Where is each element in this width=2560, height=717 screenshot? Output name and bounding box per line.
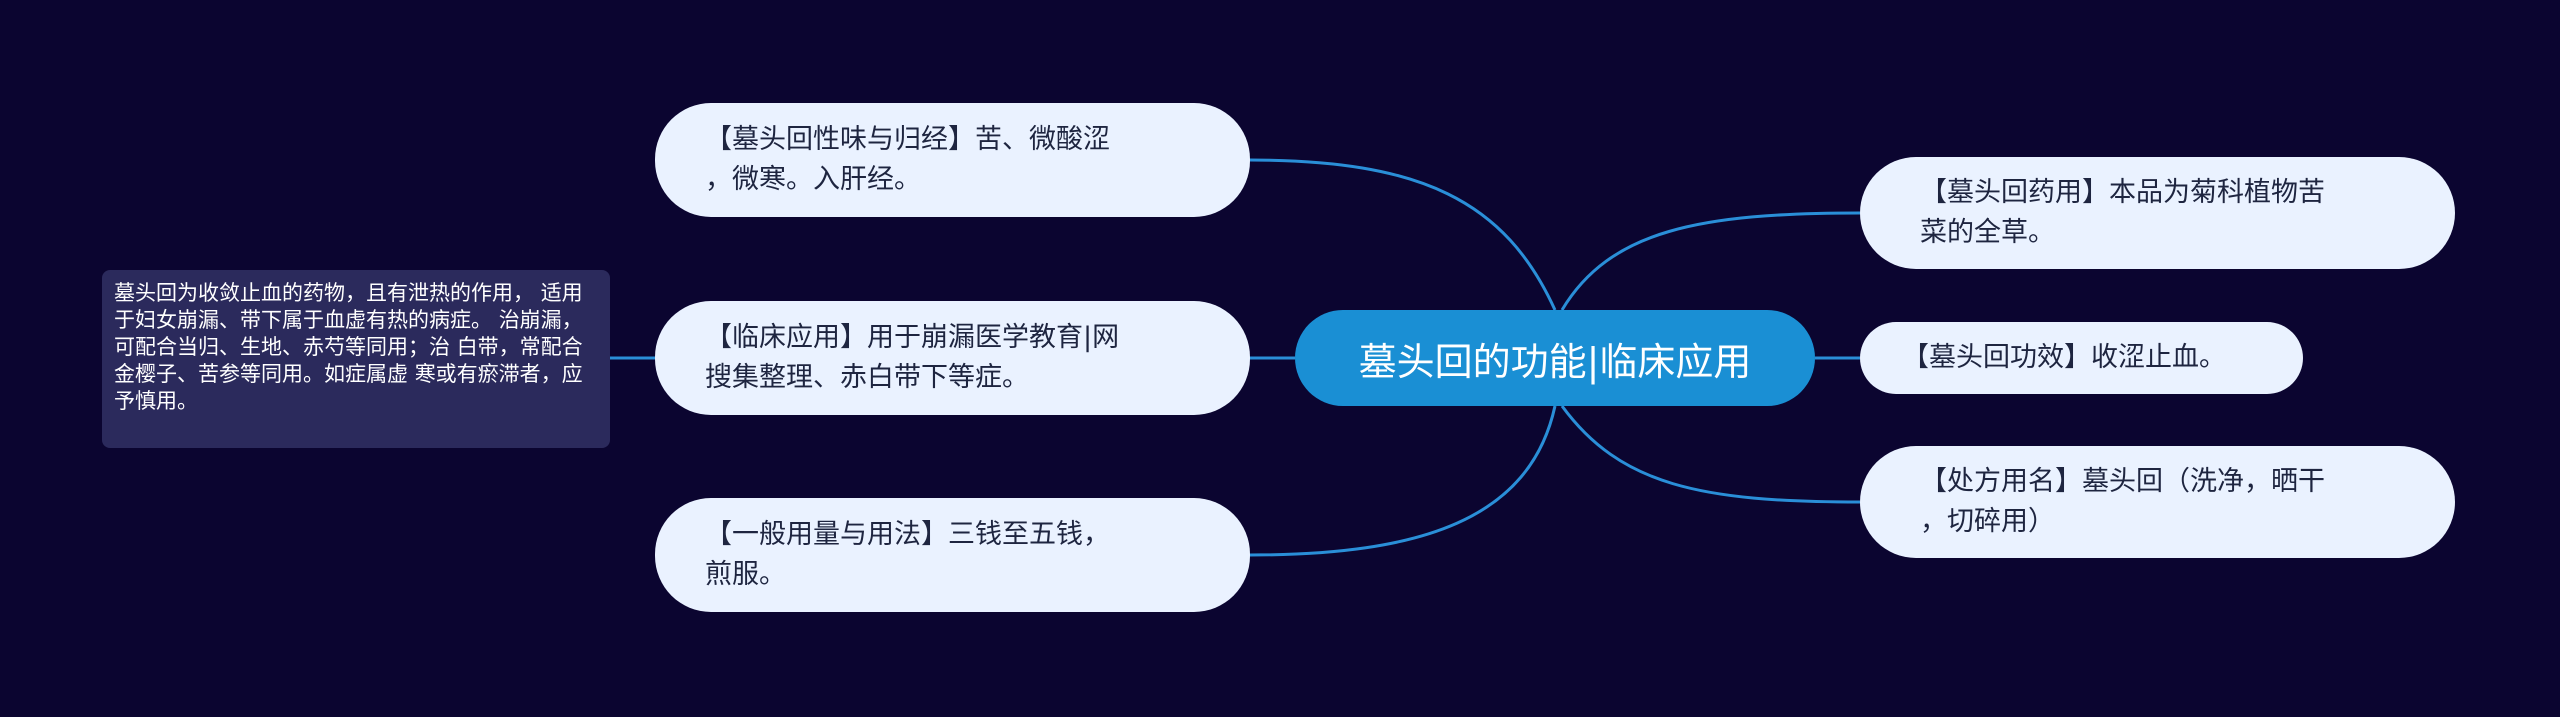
- right-node-medicinal-line-1: 【墓头回药用】本品为菊科植物苦: [1920, 177, 2325, 208]
- right-node-medicinal-line-2: 菜的全草。: [1920, 217, 2055, 248]
- left-node-dosage-line-1: 【一般用量与用法】三钱至五钱，: [705, 519, 1110, 550]
- right-node-prescription-name-line-2: ，切碎用）: [1920, 506, 2055, 537]
- note-line-2: 适用于妇女崩漏、带下属于血虚有热的病症。: [114, 281, 583, 332]
- left-node-clinical-use[interactable]: 【临床应用】用于崩漏医学教育|网 搜集整理、赤白带下等症。: [655, 301, 1250, 415]
- link-root-to-right-node-1: [1560, 211, 1861, 311]
- root-topic[interactable]: 墓头回的功能|临床应用: [1295, 310, 1815, 406]
- right-node-efficacy-line-1: 【墓头回功效】收涩止血。: [1902, 342, 2226, 373]
- right-node-medicinal[interactable]: 【墓头回药用】本品为菊科植物苦 菜的全草。: [1860, 157, 2455, 269]
- right-node-efficacy[interactable]: 【墓头回功效】收涩止血。: [1860, 322, 2303, 394]
- note-box: 墓头回为收敛止血的药物，且有泄热的作用， 适用于妇女崩漏、带下属于血虚有热的病症…: [102, 270, 610, 448]
- right-node-prescription-name[interactable]: 【处方用名】墓头回（洗净，晒干 ，切碎用）: [1860, 446, 2455, 558]
- note-line-1: 墓头回为收敛止血的药物，且有泄热的作用，: [114, 281, 534, 305]
- link-root-to-left-node-1: [1249, 158, 1557, 311]
- left-node-properties[interactable]: 【墓头回性味与归经】苦、微酸涩 ，微寒。入肝经。: [655, 103, 1250, 217]
- link-root-to-left-node-3: [1249, 405, 1557, 557]
- note-line-5: 寒或有瘀滞者，应予慎用。: [114, 362, 583, 413]
- left-node-dosage-line-2: 煎服。: [705, 559, 786, 590]
- left-node-dosage[interactable]: 【一般用量与用法】三钱至五钱， 煎服。: [655, 498, 1250, 612]
- note-line-4: 白带，常配合金樱子、苦参等同用。如症属虚: [114, 335, 583, 386]
- link-root-to-right-node-3: [1560, 405, 1861, 504]
- left-node-properties-line-2: ，微寒。入肝经。: [705, 164, 921, 195]
- left-node-clinical-use-line-1: 【临床应用】用于崩漏医学教育|网: [705, 322, 1120, 353]
- left-node-clinical-use-line-2: 搜集整理、赤白带下等症。: [705, 362, 1029, 393]
- root-topic-label: 墓头回的功能|临床应用: [1358, 339, 1752, 384]
- left-node-properties-line-1: 【墓头回性味与归经】苦、微酸涩: [705, 124, 1110, 155]
- right-node-prescription-name-line-1: 【处方用名】墓头回（洗净，晒干: [1920, 466, 2325, 497]
- note-line-3: 治崩漏，可配合当归、生地、赤芍等同用；治: [114, 308, 583, 359]
